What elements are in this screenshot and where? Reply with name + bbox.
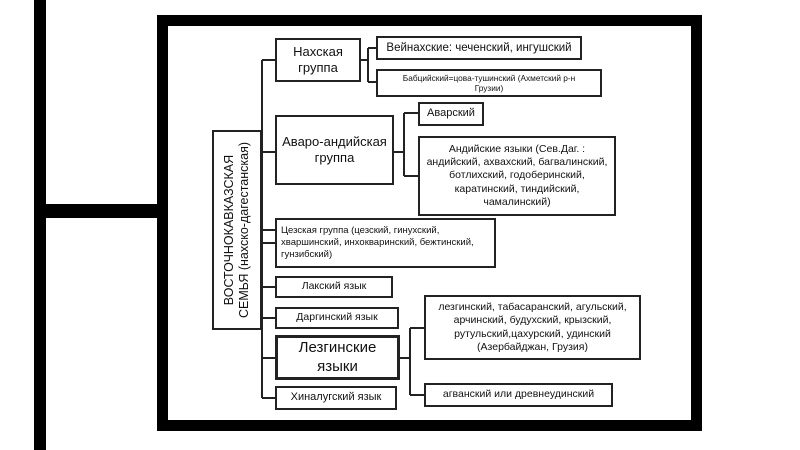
decor-horizontal-bar bbox=[34, 204, 158, 218]
group-lak: Лакский язык bbox=[275, 276, 393, 298]
group-khinalug: Хиналугский язык bbox=[275, 386, 397, 410]
root-family-label: ВОСТОЧНОКАВКАЗСКАЯ СЕМЬЯ (нахско-дагеста… bbox=[222, 141, 251, 319]
subgroup-aghvan: агванский или древнеудинский bbox=[424, 383, 613, 407]
root-family-box: ВОСТОЧНОКАВКАЗСКАЯ СЕМЬЯ (нахско-дагеста… bbox=[212, 130, 262, 330]
group-nakh: Нахская группа bbox=[275, 38, 361, 82]
subgroup-avar: Аварский bbox=[418, 102, 484, 126]
subgroup-andic: Андийские языки (Сев.Даг. : андийский, а… bbox=[418, 136, 616, 216]
group-dargin: Даргинский язык bbox=[275, 307, 399, 329]
subgroup-lezgic-list: лезгинский, табасаранский, агульский, ар… bbox=[424, 295, 641, 360]
group-lezgic: Лезгинские языки bbox=[275, 335, 400, 380]
group-tsez: Цезская группа (цезский, гинухский, хвар… bbox=[275, 218, 496, 268]
subgroup-vainakh: Вейнахские: чеченский, ингушский bbox=[376, 36, 582, 60]
decor-vertical-bar bbox=[34, 0, 46, 450]
group-avar-andi: Аваро-андийская группа bbox=[275, 115, 394, 185]
subgroup-batsbi: Бабцийский=цова-тушинский (Ахметский р-н… bbox=[376, 69, 602, 97]
